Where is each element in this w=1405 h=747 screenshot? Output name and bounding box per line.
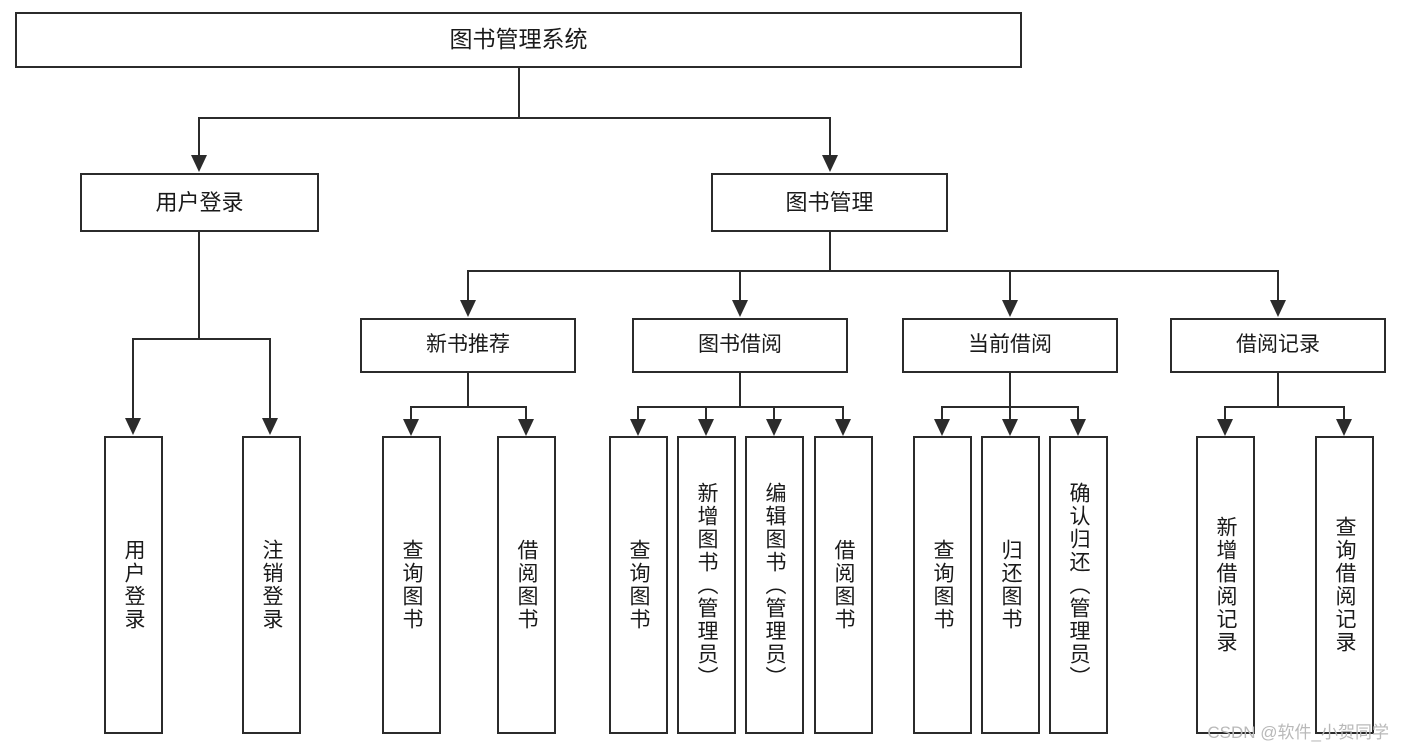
leaf-confirm-return-admin[interactable]: 确认归还（管理员） [1049, 436, 1108, 734]
connector-bookborrow-drop-1 [637, 406, 639, 420]
connector-userlogin-bus [132, 338, 270, 340]
connector-currentborrow-stem [1009, 373, 1011, 407]
connector-newbook-drop-2 [525, 406, 527, 420]
connector-borrowrecord-stem [1277, 373, 1279, 407]
node-label: 用户登录 [155, 189, 244, 215]
node-borrow-record[interactable]: 借阅记录 [1170, 318, 1386, 373]
connector-currentborrow-drop-1 [941, 406, 943, 420]
leaf-edit-book-admin[interactable]: 编辑图书（管理员） [745, 436, 804, 734]
connector-bookmgmt-drop-1 [467, 270, 469, 301]
leaf-query-book-recommend[interactable]: 查询图书 [382, 436, 441, 734]
node-label: 注销登录 [260, 539, 283, 631]
connector-userlogin-stem [198, 232, 200, 339]
arrowhead-userlogin-2 [262, 418, 278, 435]
connector-currentborrow-drop-3 [1077, 406, 1079, 420]
arrowhead-bookborrow-2 [698, 419, 714, 436]
connector-borrowrecord-drop-1 [1224, 406, 1226, 420]
arrowhead-borrowrecord-1 [1217, 419, 1233, 436]
arrowhead-bookmgmt-1 [460, 300, 476, 317]
node-label: 图书借阅 [698, 333, 782, 357]
connector-userlogin-drop-2 [269, 338, 271, 419]
node-book-borrow[interactable]: 图书借阅 [632, 318, 848, 373]
connector-newbook-drop-1 [410, 406, 412, 420]
connector-root-drop-1 [198, 117, 200, 156]
arrowhead-bookmgmt-3 [1002, 300, 1018, 317]
arrowhead-bookborrow-4 [835, 419, 851, 436]
arrowhead-newbook-1 [403, 419, 419, 436]
leaf-add-borrow-record[interactable]: 新增借阅记录 [1196, 436, 1255, 734]
arrowhead-bookborrow-1 [630, 419, 646, 436]
arrowhead-userlogin-1 [125, 418, 141, 435]
arrowhead-currentborrow-1 [934, 419, 950, 436]
arrowhead-root-1 [191, 155, 207, 172]
connector-bookmgmt-drop-4 [1277, 270, 1279, 301]
arrowhead-borrowrecord-2 [1336, 419, 1352, 436]
node-label: 确认归还（管理员） [1067, 481, 1090, 689]
arrowhead-bookmgmt-2 [732, 300, 748, 317]
connector-bookborrow-drop-2 [705, 406, 707, 420]
node-label: 新增借阅记录 [1214, 516, 1237, 654]
connector-bookmgmt-drop-3 [1009, 270, 1011, 301]
leaf-return-book[interactable]: 归还图书 [981, 436, 1040, 734]
connector-bookmgmt-bus [467, 270, 1279, 272]
leaf-borrow-book[interactable]: 借阅图书 [814, 436, 873, 734]
node-root-system[interactable]: 图书管理系统 [15, 12, 1022, 68]
connector-root-stem [518, 68, 520, 118]
node-label: 归还图书 [999, 539, 1022, 631]
connector-bookborrow-drop-4 [842, 406, 844, 420]
connector-bookmgmt-drop-2 [739, 270, 741, 301]
node-new-book-recommend[interactable]: 新书推荐 [360, 318, 576, 373]
connector-newbook-bus [410, 406, 526, 408]
csdn-watermark: CSDN @软件_小贺同学 [1207, 723, 1389, 742]
node-label: 查询图书 [400, 539, 423, 631]
connector-bookborrow-stem [739, 373, 741, 407]
leaf-add-book-admin[interactable]: 新增图书（管理员） [677, 436, 736, 734]
node-label: 图书管理 [785, 189, 874, 215]
connector-root-bus [198, 117, 831, 119]
node-label: 当前借阅 [968, 333, 1052, 357]
node-book-management[interactable]: 图书管理 [711, 173, 948, 232]
leaf-query-borrow-record[interactable]: 查询借阅记录 [1315, 436, 1374, 734]
connector-bookborrow-bus [637, 406, 844, 408]
leaf-borrow-book-recommend[interactable]: 借阅图书 [497, 436, 556, 734]
node-label: 借阅记录 [1236, 333, 1320, 357]
connector-userlogin-drop-1 [132, 338, 134, 419]
connector-bookborrow-drop-3 [773, 406, 775, 420]
node-label: 查询借阅记录 [1333, 516, 1356, 654]
arrowhead-newbook-2 [518, 419, 534, 436]
node-user-login[interactable]: 用户登录 [80, 173, 319, 232]
node-label: 新书推荐 [426, 333, 510, 357]
arrowhead-bookborrow-3 [766, 419, 782, 436]
leaf-query-book-borrow[interactable]: 查询图书 [609, 436, 668, 734]
node-label: 借阅图书 [515, 539, 538, 631]
node-label: 借阅图书 [832, 539, 855, 631]
arrowhead-bookmgmt-4 [1270, 300, 1286, 317]
leaf-logout-login[interactable]: 注销登录 [242, 436, 301, 734]
arrowhead-root-2 [822, 155, 838, 172]
arrowhead-currentborrow-3 [1070, 419, 1086, 436]
node-label: 用户登录 [122, 539, 145, 631]
connector-borrowrecord-bus [1224, 406, 1344, 408]
node-current-borrow[interactable]: 当前借阅 [902, 318, 1118, 373]
connector-root-drop-2 [829, 117, 831, 156]
leaf-user-login[interactable]: 用户登录 [104, 436, 163, 734]
connector-borrowrecord-drop-2 [1343, 406, 1345, 420]
node-label: 查询图书 [627, 539, 650, 631]
leaf-query-book-current[interactable]: 查询图书 [913, 436, 972, 734]
connector-newbook-stem [467, 373, 469, 407]
node-label: 图书管理系统 [449, 26, 588, 53]
connector-currentborrow-drop-2 [1009, 406, 1011, 420]
connector-bookmgmt-stem [829, 232, 831, 271]
arrowhead-currentborrow-2 [1002, 419, 1018, 436]
node-label: 查询图书 [931, 539, 954, 631]
node-label: 新增图书（管理员） [695, 481, 718, 689]
node-label: 编辑图书（管理员） [763, 481, 786, 689]
